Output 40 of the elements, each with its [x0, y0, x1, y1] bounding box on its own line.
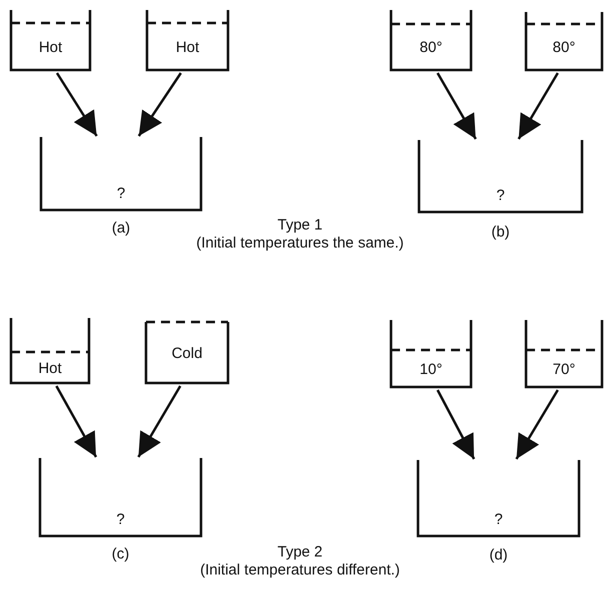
mixing-container [40, 137, 202, 211]
beaker [525, 320, 603, 388]
panel-caption: (a) [112, 220, 130, 236]
temperature-label: Hot [38, 38, 62, 56]
beaker [525, 12, 603, 71]
mixing-container [418, 140, 583, 213]
arrow [436, 72, 477, 140]
temperature-label: Hot [176, 38, 200, 56]
temperature-label: 70° [552, 360, 576, 378]
unknown-mark: ? [494, 510, 503, 528]
beaker [145, 322, 229, 384]
panel-caption: (b) [491, 224, 510, 240]
unknown-mark: ? [116, 510, 125, 528]
mixing-container [417, 460, 580, 537]
arrow [55, 385, 98, 458]
arrow [137, 385, 182, 458]
beaker [146, 10, 229, 71]
temperature-label: Hot [38, 360, 62, 376]
arrow [515, 389, 559, 460]
type-description: (Initial temperatures the same.) [196, 234, 404, 252]
temperature-label: 10° [420, 360, 442, 378]
beaker [10, 318, 90, 384]
panel-caption: (d) [489, 546, 508, 564]
panel-caption: (c) [112, 546, 130, 562]
temperature-label: Cold [172, 344, 202, 362]
type-heading: Type 1 [277, 216, 323, 234]
mixing-container [39, 458, 202, 537]
arrow [138, 72, 182, 137]
beaker [390, 320, 472, 388]
type-description: (Initial temperatures different.) [200, 562, 400, 578]
temperature-label: 80° [552, 39, 576, 56]
temperature-label: 80° [420, 39, 442, 56]
arrow [56, 72, 98, 137]
arrow [518, 72, 559, 140]
arrow [436, 389, 476, 460]
unknown-mark: ? [116, 184, 126, 202]
type-heading: Type 2 [277, 544, 323, 560]
beaker [390, 10, 472, 71]
beaker [10, 10, 91, 71]
unknown-mark: ? [496, 186, 505, 204]
